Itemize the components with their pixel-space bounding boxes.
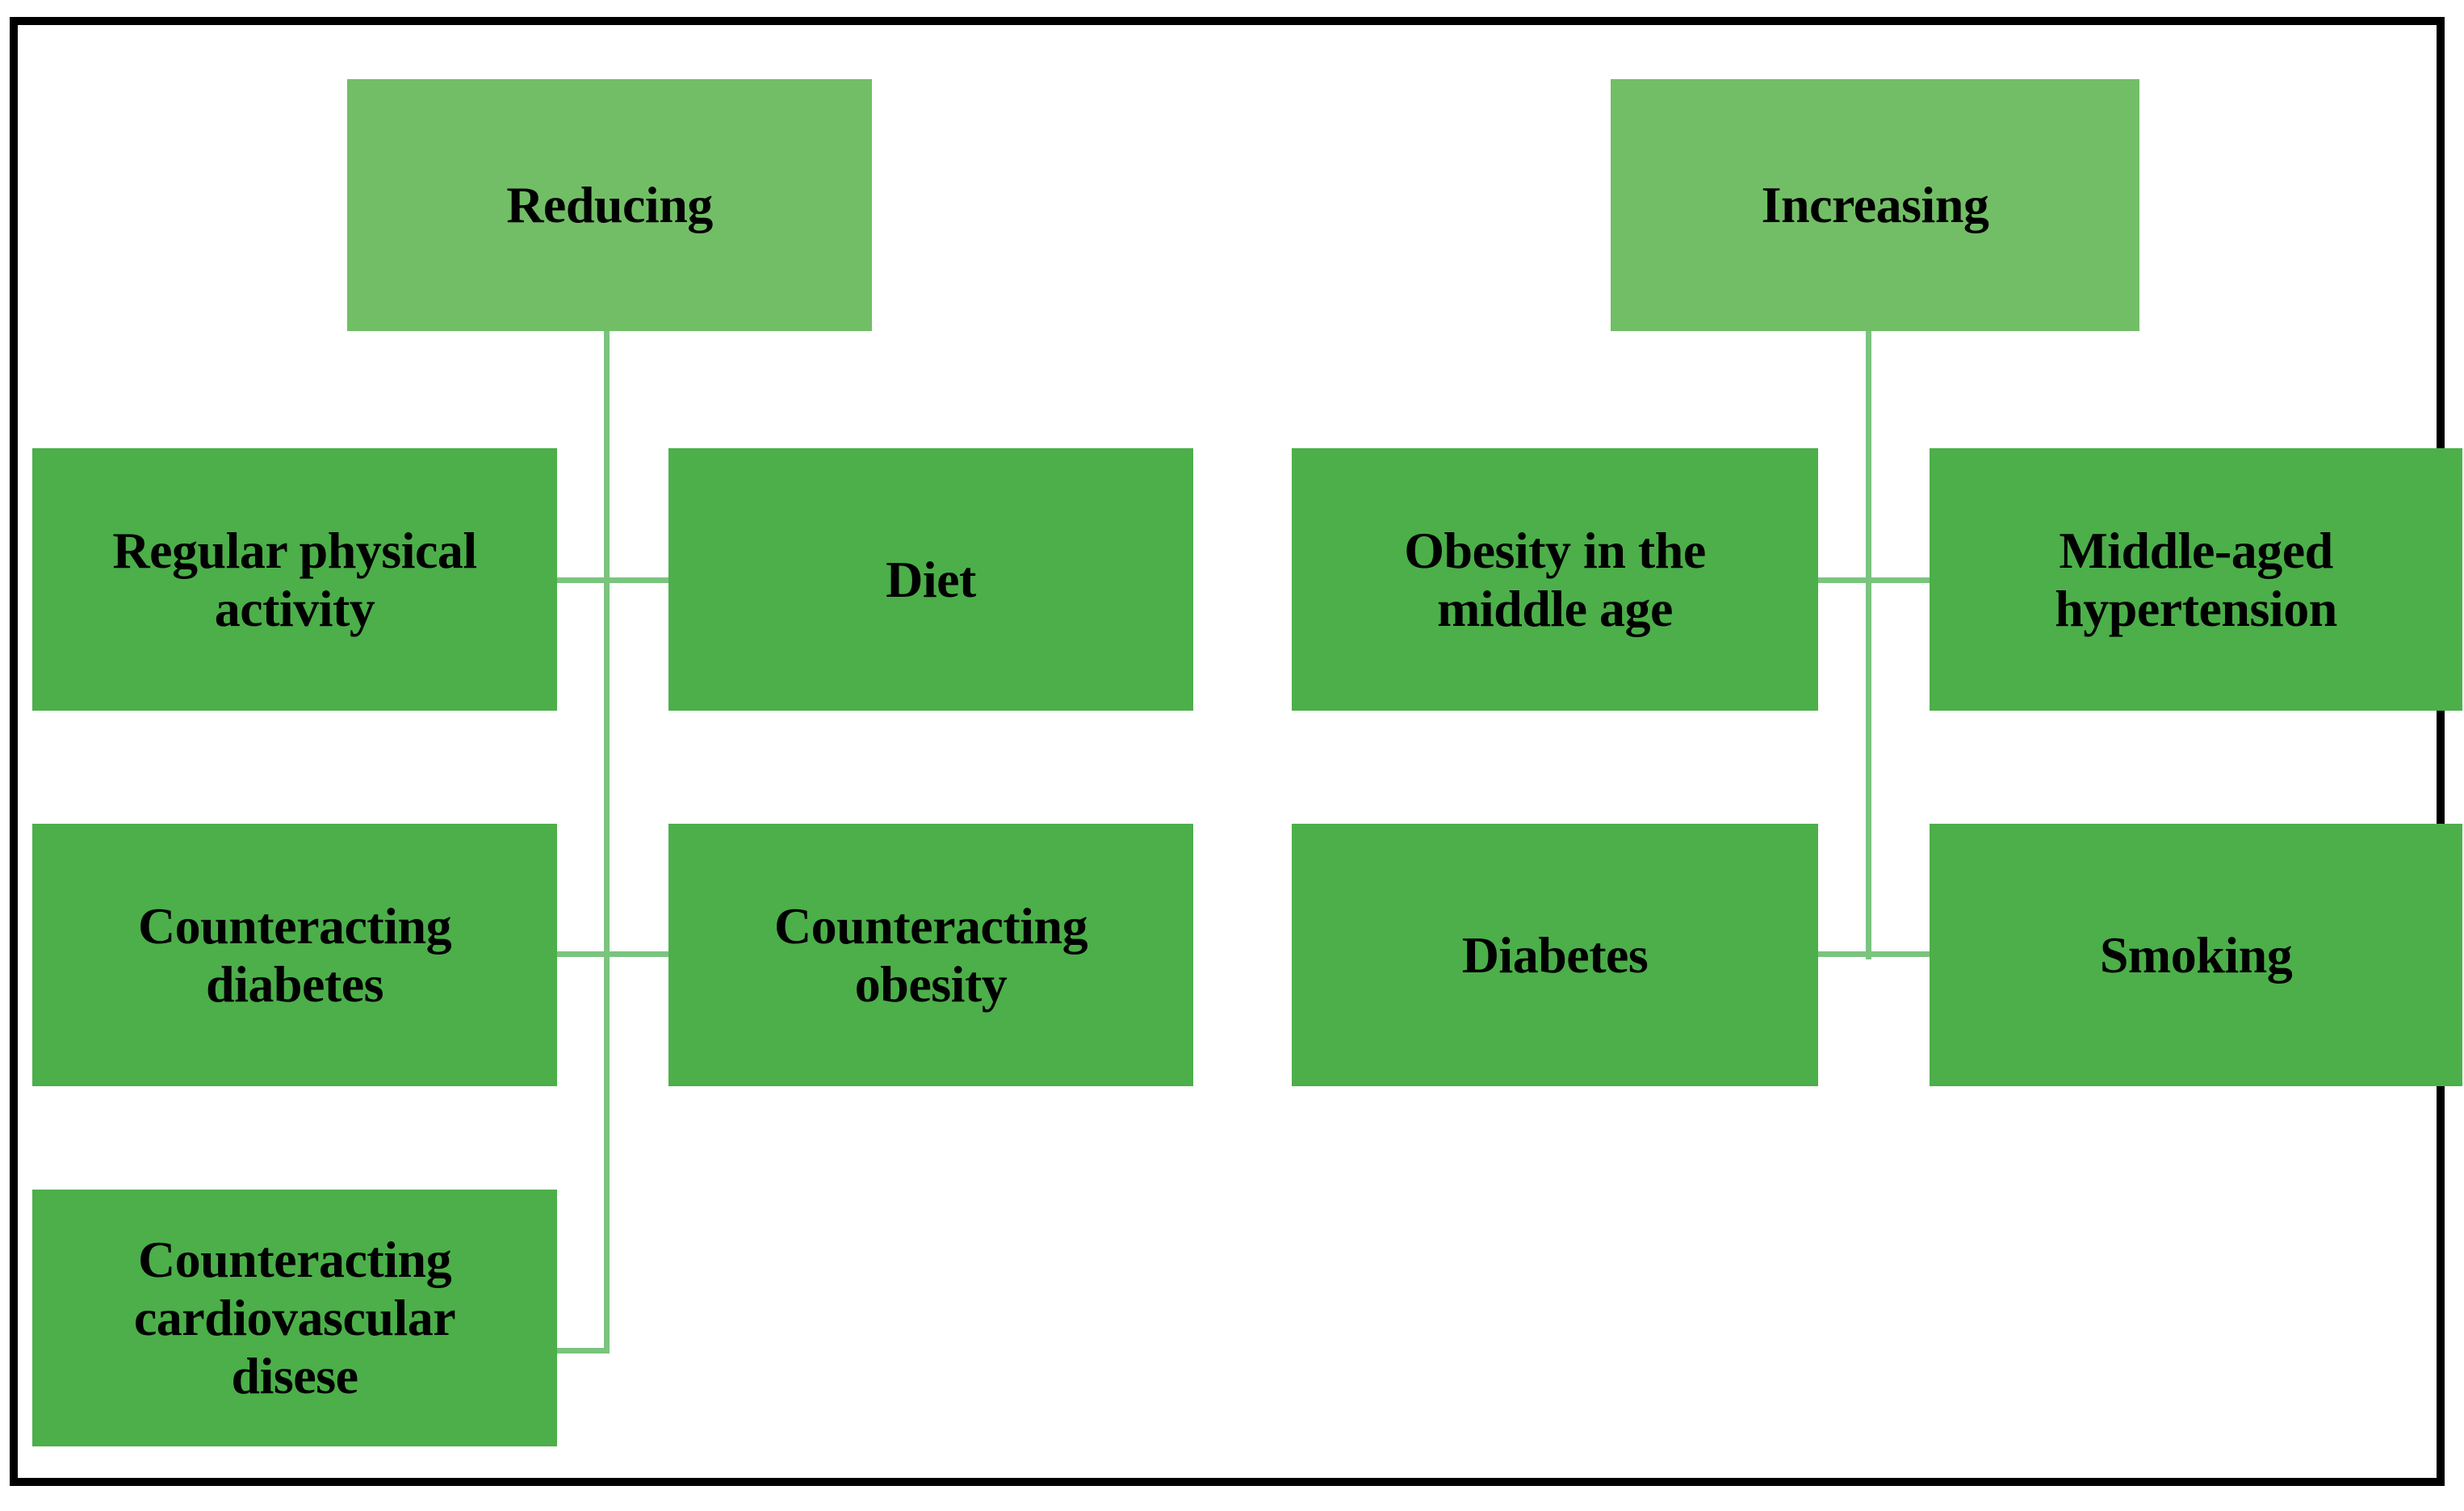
node-obesity-in-the-middle-age-label: Obesity in the middle age <box>1404 521 1706 637</box>
node-regular-physical-activity-label: Regular physical activity <box>112 521 477 637</box>
connector-increasing-row2 <box>1800 951 1930 957</box>
node-diet-label: Diet <box>886 550 976 608</box>
node-counteracting-cardiovascular-disese-label: Counteracting cardiovascular disese <box>133 1231 456 1404</box>
node-obesity-in-the-middle-age[interactable]: Obesity in the middle age <box>1292 448 1818 711</box>
node-smoking[interactable]: Smoking <box>1930 824 2462 1086</box>
connector-reducing-stem <box>604 331 610 1354</box>
node-diabetes[interactable]: Diabetes <box>1292 824 1818 1086</box>
node-smoking-label: Smoking <box>2099 925 2293 984</box>
node-counteracting-obesity[interactable]: Counteracting obesity <box>668 824 1193 1086</box>
node-middle-aged-hypertension-label: Middle-aged hypertension <box>2055 521 2337 637</box>
node-counteracting-diabetes-label: Counteracting diabetes <box>137 896 452 1013</box>
node-counteracting-cardiovascular-disese[interactable]: Counteracting cardiovascular disese <box>32 1190 557 1446</box>
connector-increasing-row1 <box>1800 577 1930 583</box>
node-counteracting-obesity-label: Counteracting obesity <box>773 896 1088 1013</box>
node-counteracting-diabetes[interactable]: Counteracting diabetes <box>32 824 557 1086</box>
connector-increasing-stem <box>1866 331 1871 959</box>
connector-reducing-row3 <box>538 1348 610 1354</box>
connector-reducing-row1 <box>538 577 668 583</box>
node-regular-physical-activity[interactable]: Regular physical activity <box>32 448 557 711</box>
node-middle-aged-hypertension[interactable]: Middle-aged hypertension <box>1930 448 2462 711</box>
node-diet[interactable]: Diet <box>668 448 1193 711</box>
node-reducing-label: Reducing <box>506 176 713 234</box>
node-reducing[interactable]: Reducing <box>347 79 872 331</box>
diagram-frame: Reducing Increasing Regular physical act… <box>10 17 2462 1486</box>
connector-reducing-row2 <box>538 951 668 957</box>
node-diabetes-label: Diabetes <box>1461 925 1649 984</box>
node-increasing[interactable]: Increasing <box>1611 79 2139 331</box>
node-increasing-label: Increasing <box>1761 176 1989 234</box>
